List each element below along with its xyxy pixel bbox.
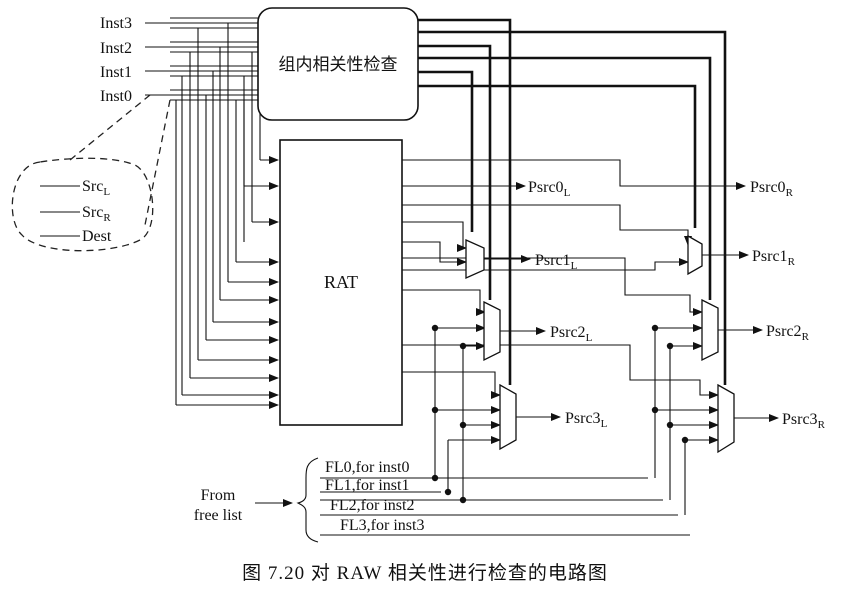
psrc2-l-label: Psrc2L xyxy=(550,324,593,344)
rat-label: RAT xyxy=(324,272,358,292)
fl3-label: FL3,for inst3 xyxy=(340,517,424,534)
from-label: From xyxy=(201,487,236,504)
check-block-label: 组内相关性检查 xyxy=(279,55,398,74)
rat-output-wires xyxy=(402,159,746,444)
inst0-field-callout: SrcL SrcR Dest xyxy=(11,94,171,252)
free-list-label: free list xyxy=(194,507,243,524)
psrc3-l-label: Psrc3L xyxy=(565,410,608,430)
psrc3-r-label: Psrc3R xyxy=(782,411,826,431)
mux-psrc1-r xyxy=(687,234,703,276)
src-l-field: SrcL xyxy=(82,178,110,198)
psrc0-r-label: Psrc0R xyxy=(750,179,794,199)
mux-psrc1-l xyxy=(465,238,485,280)
fl1-label: FL1,for inst1 xyxy=(325,477,409,494)
inst3-label: Inst3 xyxy=(100,15,132,32)
intra-group-check-block: 组内相关性检查 xyxy=(257,7,419,121)
psrc2-r-label: Psrc2R xyxy=(766,323,810,343)
psrc1-r-label: Psrc1R xyxy=(752,248,796,268)
psrc1-l-label: Psrc1L xyxy=(535,252,578,272)
mux-psrc2-r xyxy=(701,298,719,362)
mux-psrc2-l xyxy=(483,300,501,362)
inst1-label: Inst1 xyxy=(100,64,132,81)
inst0-label: Inst0 xyxy=(100,88,132,105)
rat-block: RAT xyxy=(279,139,403,426)
free-list-bus: From free list FL0,for inst0 FL1,for ins… xyxy=(194,457,690,543)
mux-psrc3-l xyxy=(499,383,517,451)
src-r-field: SrcR xyxy=(82,204,111,224)
inst2-label: Inst2 xyxy=(100,40,132,57)
mux-psrc3-r xyxy=(717,383,735,454)
free-list-taps xyxy=(431,324,689,515)
fl0-label: FL0,for inst0 xyxy=(325,459,409,476)
instruction-input-wires xyxy=(145,17,261,395)
dest-field: Dest xyxy=(82,228,112,245)
mux-output-arrows xyxy=(484,251,779,422)
check-block-select-lines xyxy=(418,18,727,385)
psrc0-l-label: Psrc0L xyxy=(528,179,571,199)
rat-input-arrows xyxy=(175,100,279,409)
figure-caption: 图 7.20 对 RAW 相关性进行检查的电路图 xyxy=(242,562,608,584)
fl2-label: FL2,for inst2 xyxy=(330,497,414,514)
